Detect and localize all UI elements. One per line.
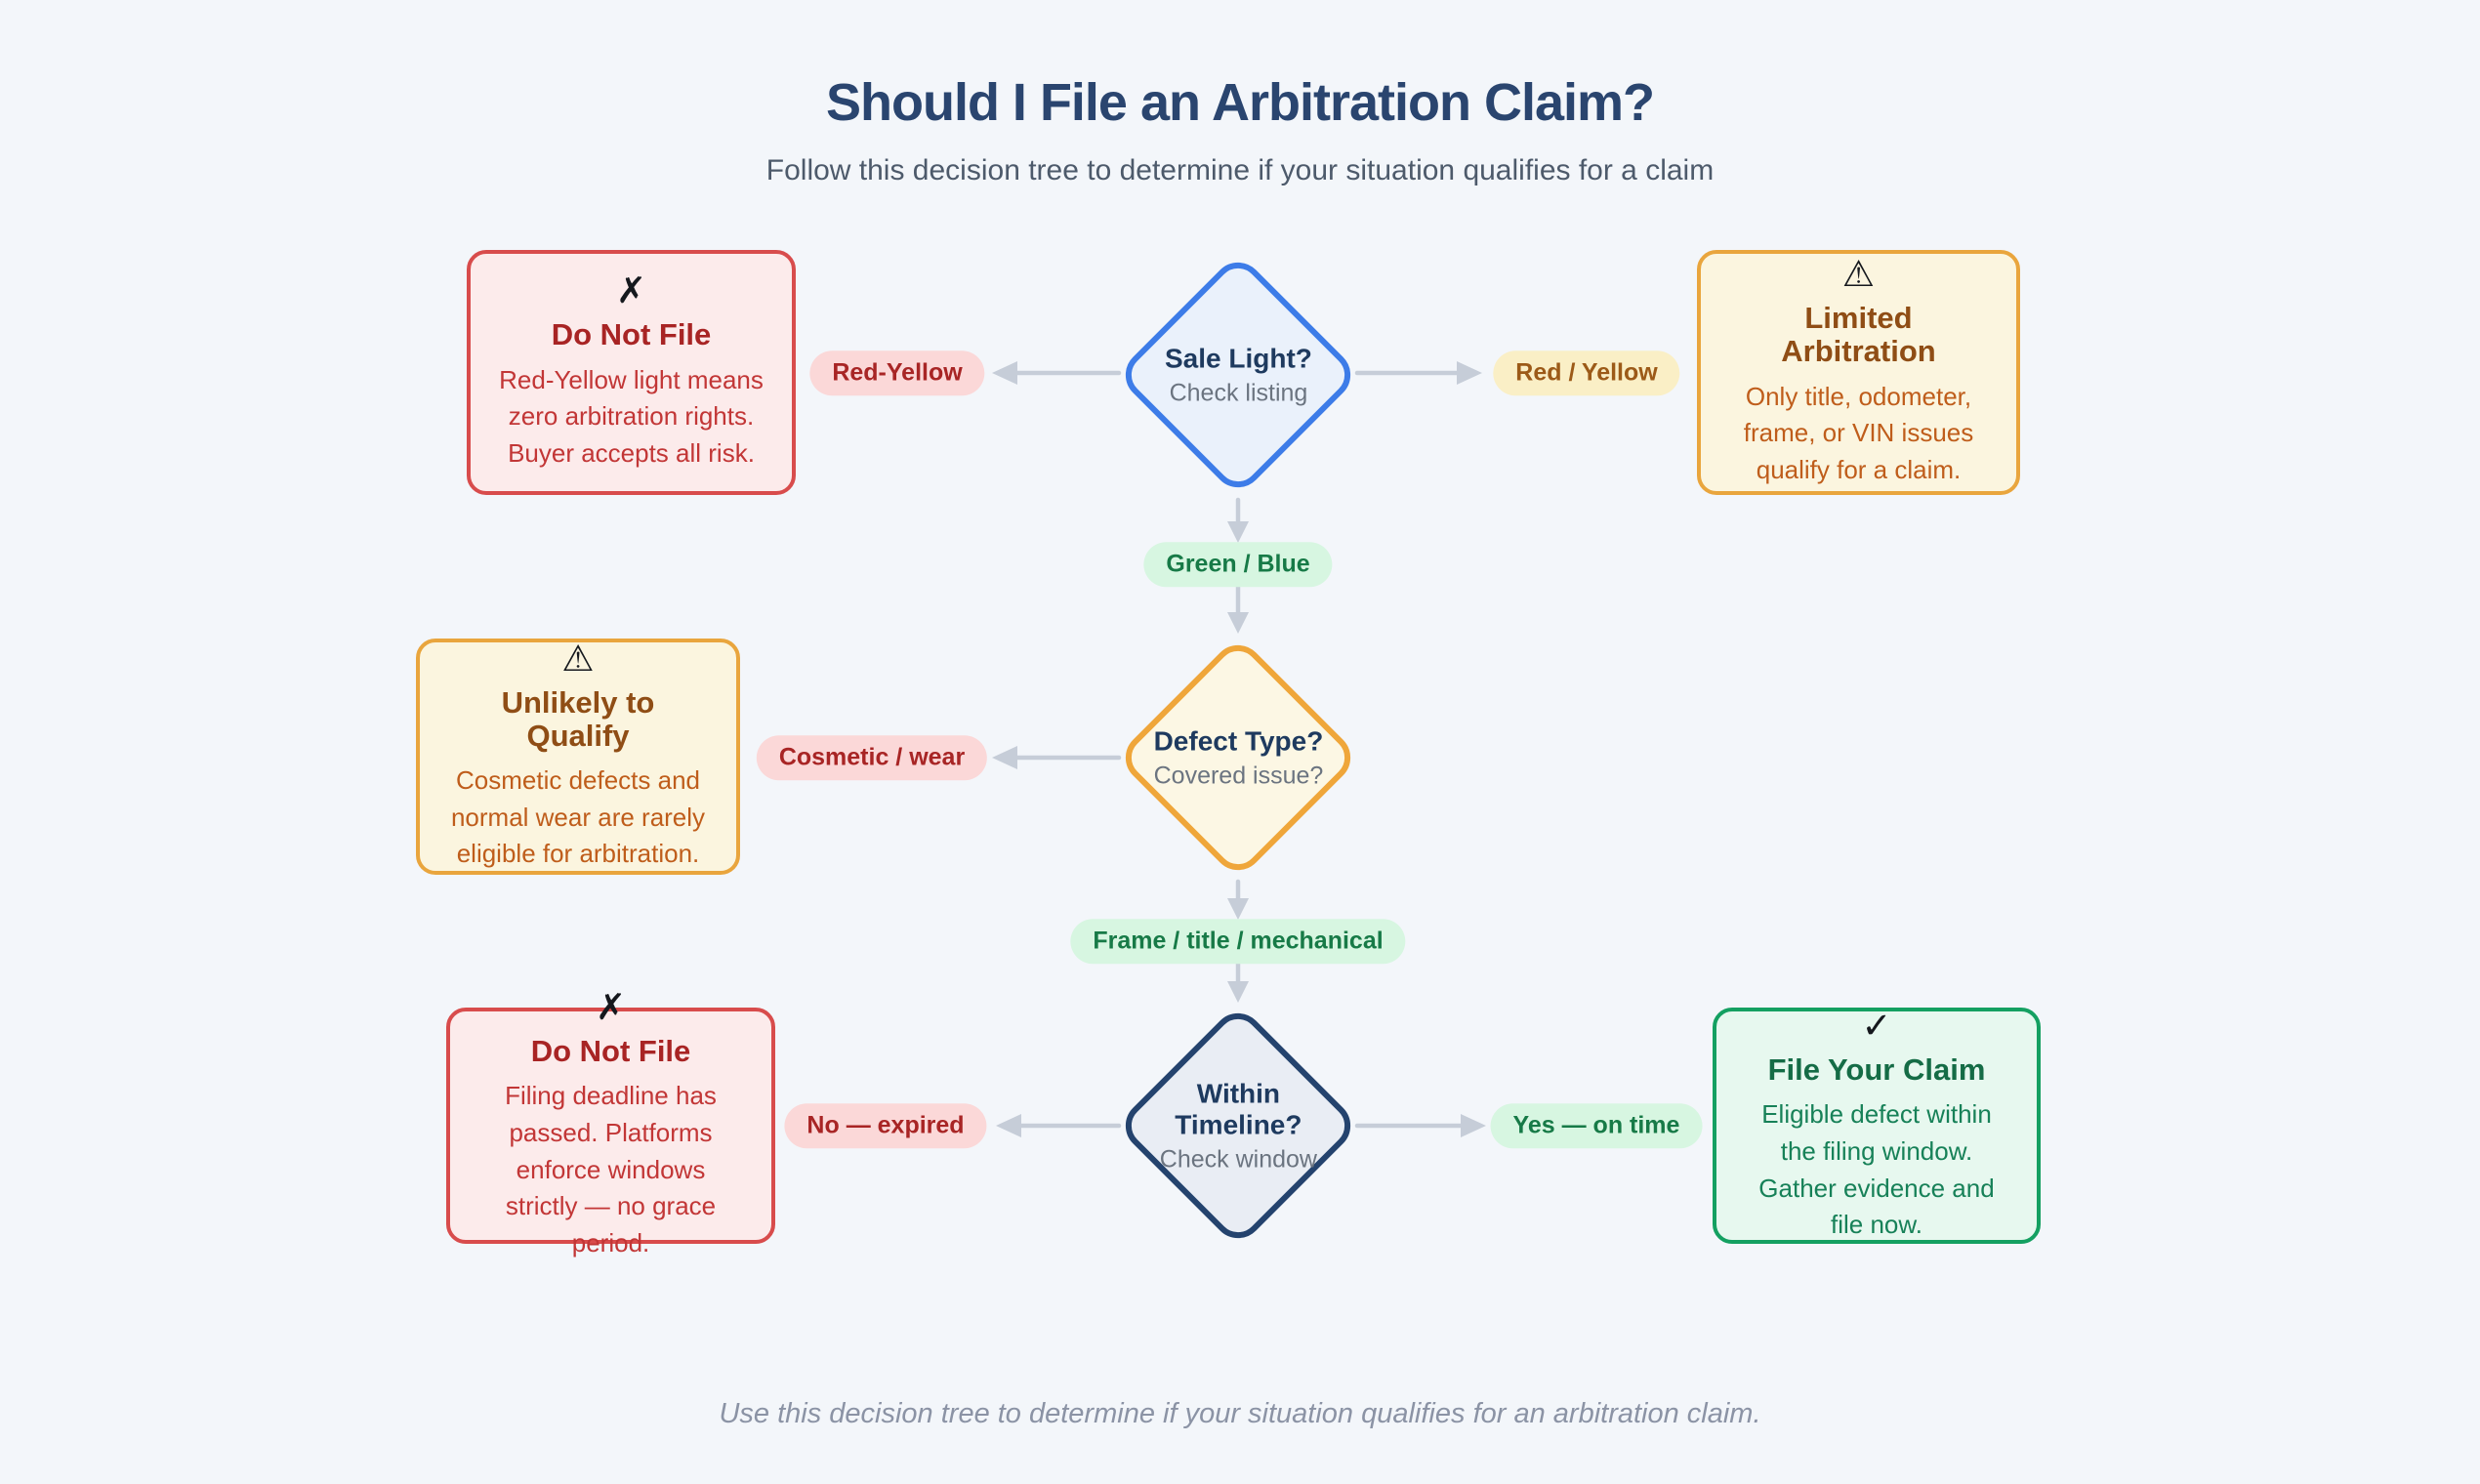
outcome-body: Cosmetic defects and normal wear are rar…	[450, 765, 706, 869]
x-icon: ✗	[595, 987, 626, 1028]
decision-node-within-timeline: Within Timeline? Check window	[1115, 1003, 1361, 1249]
edge-label-red-yellow: Red-Yellow	[809, 350, 985, 395]
page-footer: Use this decision tree to determine if y…	[719, 1398, 1761, 1429]
outcome-title: File Your Claim	[1767, 1052, 1986, 1088]
outcome-do-not-file-top: ✗ Do Not File Red-Yellow light means zer…	[467, 250, 796, 495]
edge-label-cosmetic-wear: Cosmetic / wear	[756, 735, 988, 780]
outcome-body: Only title, odometer, frame, or VIN issu…	[1743, 381, 1974, 484]
decision-node-within-timeline-content: Within Timeline? Check window	[1153, 1078, 1324, 1174]
decision-subtitle: Check listing	[1169, 379, 1307, 407]
page-title: Should I File an Arbitration Claim?	[825, 73, 1655, 132]
decision-title: Defect Type?	[1153, 725, 1323, 757]
outcome-body: Red-Yellow light means zero arbitration …	[499, 364, 764, 468]
outcome-limited-arbitration: ⚠ Limited Arbitration Only title, odomet…	[1697, 250, 2020, 495]
decision-node-sale-light-content: Sale Light? Check listing	[1138, 343, 1339, 407]
decision-subtitle: Covered issue?	[1153, 762, 1323, 790]
decision-title: Within Timeline?	[1174, 1078, 1302, 1140]
outcome-body: Eligible defect within the filing window…	[1758, 1099, 1995, 1240]
decision-subtitle: Check window	[1159, 1145, 1317, 1174]
page-subtitle: Follow this decision tree to determine i…	[765, 154, 1715, 186]
decision-node-defect-type-content: Defect Type? Covered issue?	[1138, 725, 1339, 790]
warning-icon: ⚠	[561, 638, 595, 679]
outcome-unlikely-to-qualify: ⚠ Unlikely to Qualify Cosmetic defects a…	[416, 639, 740, 875]
decision-node-defect-type: Defect Type? Covered issue?	[1115, 635, 1361, 881]
x-icon: ✗	[615, 270, 646, 311]
edge-label-frame-title-mechanical: Frame / title / mechanical	[1070, 919, 1406, 964]
check-icon: ✓	[1861, 1006, 1892, 1047]
outcome-title: Do Not File	[530, 1034, 691, 1069]
outcome-body: Filing deadline has passed. Platforms en…	[505, 1081, 717, 1258]
decision-node-sale-light: Sale Light? Check listing	[1115, 252, 1361, 498]
outcome-title: Unlikely to Qualify	[501, 684, 655, 753]
outcome-title: Do Not File	[551, 317, 712, 352]
warning-icon: ⚠	[1841, 254, 1876, 295]
edge-label-green-blue: Green / Blue	[1143, 542, 1333, 587]
outcome-do-not-file-bottom: ✗ Do Not File Filing deadline has passed…	[446, 989, 775, 1257]
outcome-title: Limited Arbitration	[1781, 301, 1936, 369]
edge-label-red-slash-yellow: Red / Yellow	[1493, 350, 1680, 395]
outcome-file-your-claim: ✓ File Your Claim Eligible defect within…	[1713, 1008, 2041, 1244]
edge-label-no-expired: No — expired	[784, 1103, 987, 1148]
decision-title: Sale Light?	[1164, 343, 1312, 374]
edge-label-yes-on-time: Yes — on time	[1490, 1103, 1703, 1148]
